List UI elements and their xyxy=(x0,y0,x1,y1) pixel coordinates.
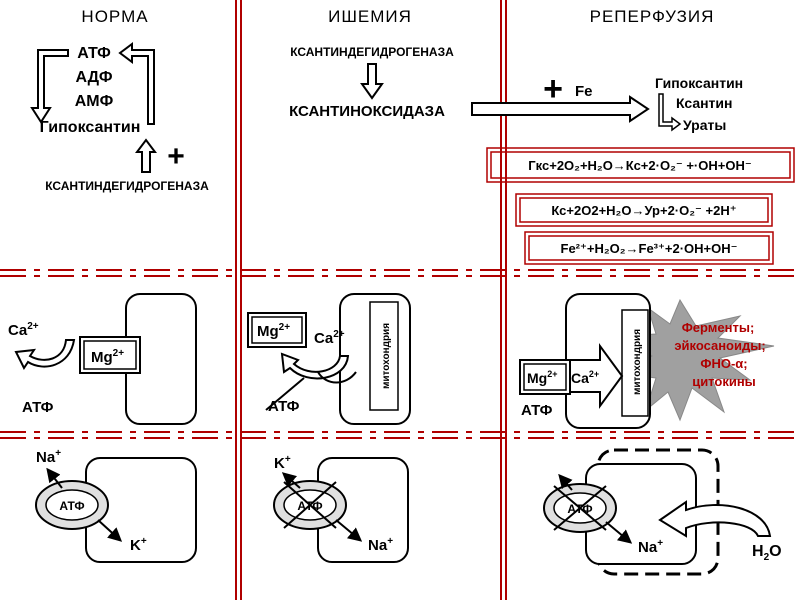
ischemia-mg-box xyxy=(247,312,307,348)
ischemia-atp-cross xyxy=(265,377,305,411)
ischemia-pump: АТФ K+ Na+ xyxy=(273,454,409,563)
header-reperfusion: РЕПЕРФУЗИЯ xyxy=(590,7,715,26)
reperfusion-na: Na+ xyxy=(638,538,663,556)
norma-adp: АДФ xyxy=(76,69,113,86)
reperfusion-urates: Ураты xyxy=(683,117,726,133)
norma-ca-curve-arrow xyxy=(14,339,76,370)
ischemia-k: K+ xyxy=(274,454,291,472)
ischemia-na: Na+ xyxy=(368,536,393,554)
equation-box-1-outer xyxy=(486,147,795,183)
ischemia-k-arrow xyxy=(281,472,301,489)
ischemia-down-arrow xyxy=(360,63,384,100)
ischemia-ca-curve-arrow-2 xyxy=(317,371,357,384)
norma-metabolism: АТФ АДФ АМФ Гипоксантин + КСАНТИНДЕГИДРО… xyxy=(30,42,209,193)
norma-hypoxanthine: Гипоксантин xyxy=(40,119,141,136)
ischemia-ca-curve-arrow xyxy=(280,352,350,380)
norma-calcium: Mg2+ Ca2+ АТФ xyxy=(8,293,197,425)
vertical-dividers xyxy=(235,0,507,600)
reperfusion-h2o-arrow xyxy=(658,500,772,538)
ischemia-mito-box xyxy=(369,301,399,411)
reperfusion-mito-box xyxy=(621,309,649,417)
equation-box-3-outer xyxy=(524,231,774,265)
horizontal-dividers xyxy=(0,269,800,439)
reperfusion-mg-inner xyxy=(523,363,567,391)
ischemia-cross-2 xyxy=(283,481,337,529)
ischemia-mg: Mg2+ xyxy=(257,322,290,340)
ischemia-enzyme-top: КСАНТИНДЕГИДРОГЕНАЗА xyxy=(290,45,454,59)
enzymes-line-1: Ферменты; xyxy=(682,320,755,335)
equation-3: Fe²⁺+H₂O₂→Fe³⁺+2·OH+OH⁻ xyxy=(561,241,738,256)
ischemia-mito-label: митохондрия xyxy=(381,323,392,389)
ischemia-ca: Ca2+ xyxy=(314,329,345,347)
reperfusion-ca: Ca2+ xyxy=(571,369,599,386)
ischemia-metabolism: КСАНТИНДЕГИДРОГЕНАЗА КСАНТИНОКСИДАЗА xyxy=(289,45,454,120)
header-ischemia: ИШЕМИЯ xyxy=(328,7,412,26)
reperfusion-pump: АТФ Na+ H2O xyxy=(543,448,782,576)
reperfusion-cross-2 xyxy=(553,485,607,531)
reperfusion-xanthine: Ксантин xyxy=(676,95,732,111)
left-down-arrow xyxy=(30,49,69,124)
reperfusion-up-arrow xyxy=(558,473,573,491)
ischemia-na-arrow xyxy=(335,519,363,542)
equation-2: Кс+2O2+H₂O→Ур+2·O₂⁻ +2H⁺ xyxy=(551,203,736,218)
reperfusion-mg: Mg2+ xyxy=(527,369,557,386)
equation-1: Гкс+2O₂+H₂O→Кс+2·O₂⁻ +·OH+OH⁻ xyxy=(528,158,751,173)
norma-mg: Mg2+ xyxy=(91,348,124,366)
reperfusion-fe: Fe xyxy=(575,83,593,100)
reperfusion-metabolism: + Fe Гипоксантин Ксантин Ураты Гкс+2O₂+H… xyxy=(471,70,795,265)
norma-plus: + xyxy=(167,140,185,173)
ischemia-atp: АТФ xyxy=(268,398,300,415)
norma-na: Na+ xyxy=(36,448,61,466)
right-up-arrow xyxy=(118,42,155,125)
norma-pump-core xyxy=(45,489,99,521)
equation-box-2-outer xyxy=(515,193,773,227)
norma-na-arrow xyxy=(46,467,63,489)
norma-ca: Ca2+ xyxy=(8,321,39,339)
enzymes-line-2: эйкосаноиды; xyxy=(674,338,765,353)
norma-pump: АТФ Na+ K+ xyxy=(35,448,197,563)
reperfusion-ca-arrow xyxy=(565,342,624,410)
xo-to-hypoxanthine-arrow xyxy=(471,95,650,123)
reperfusion-mito-label: митохондрия xyxy=(632,329,643,395)
norma-k: K+ xyxy=(130,536,147,554)
norma-enzyme: КСАНТИНДЕГИДРОГЕНАЗА xyxy=(45,179,209,193)
equation-box-2-inner xyxy=(519,197,769,223)
reperfusion-plus: + xyxy=(543,70,563,108)
reperfusion-mg-box xyxy=(519,359,571,395)
norma-mg-inner xyxy=(83,340,137,370)
reperfusion-na-arrow xyxy=(605,521,633,544)
reperfusion-h2o: H2O xyxy=(752,543,782,563)
norma-k-arrow xyxy=(97,519,123,542)
ischemia-mg-inner xyxy=(251,316,303,344)
reperfusion-atp: АТФ xyxy=(521,402,553,419)
norma-amp: АМФ xyxy=(75,93,114,110)
urate-arrow xyxy=(658,93,682,132)
reperfusion-hypoxanthine: Гипоксантин xyxy=(655,75,743,91)
ischemia-calcium: митохондрия Mg2+ Ca2+ АТФ xyxy=(247,293,411,425)
enzyme-up-arrow xyxy=(135,138,157,173)
header-norma: НОРМА xyxy=(81,7,148,26)
ischemia-enzyme-main: КСАНТИНОКСИДАЗА xyxy=(289,103,445,120)
equation-box-1-inner xyxy=(490,151,791,179)
norma-mg-box xyxy=(79,336,141,374)
reperfusion-calcium: митохондрия Mg2+ Ca2+ АТФ Ферменты; эйко… xyxy=(519,293,775,429)
norma-pump-atp: АТФ xyxy=(59,499,84,513)
enzymes-line-3: ФНО-α; xyxy=(700,356,747,371)
norma-atp2: АТФ xyxy=(22,399,54,416)
norma-atp: АТФ xyxy=(77,45,111,62)
equation-box-3-inner xyxy=(528,235,770,261)
enzymes-line-4: цитокины xyxy=(692,374,756,389)
